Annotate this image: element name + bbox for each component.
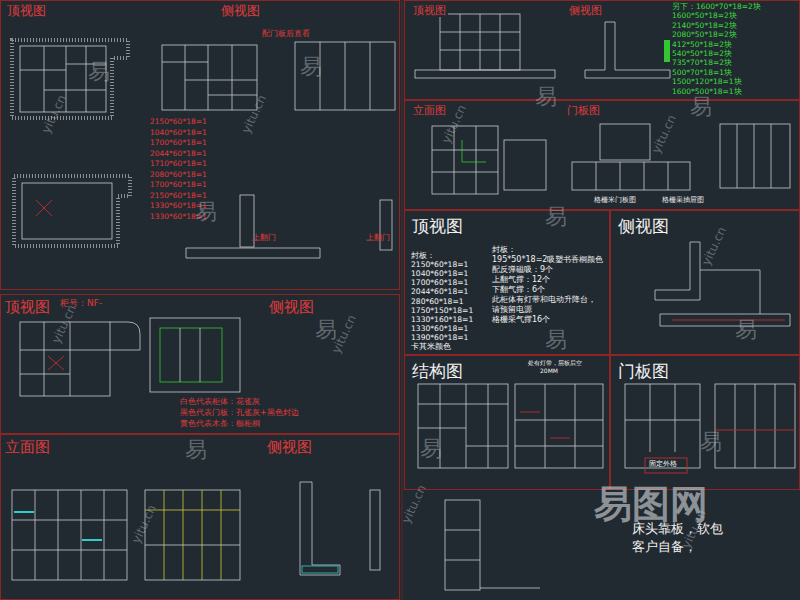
note-text: 1040*60*18=1 xyxy=(411,270,468,278)
view-title: 侧视图 xyxy=(267,299,316,316)
note-text: 1750*150*18=1 xyxy=(411,307,473,315)
note-text: 412*50*18=2块 xyxy=(672,41,732,49)
watermark: 易 xyxy=(735,318,757,342)
note-text: 封板： xyxy=(411,252,435,260)
note-text: 1500*120*18=1块 xyxy=(672,78,742,86)
watermark: 易 xyxy=(300,55,322,79)
watermark: yitu.cn xyxy=(50,303,79,346)
note-text: 格栅采抽屉图 xyxy=(662,197,704,205)
view-title: 顶视图 xyxy=(411,5,448,17)
watermark: 易 xyxy=(88,60,110,84)
note-text: 735*70*18=2块 xyxy=(672,59,732,67)
note-text: 1700*60*18=1 xyxy=(150,181,207,189)
note-text: 195*50*18=2吸塑书香桐颜色 xyxy=(492,256,603,265)
note-text: 2150*60*18=1 xyxy=(411,261,468,269)
note-text: 此柜体有灯带和电动升降台， xyxy=(492,296,596,305)
note-text: 上翻门 xyxy=(252,234,276,243)
note-text: 1390*60*18=1 xyxy=(411,334,468,342)
view-title: 侧视图 xyxy=(616,217,671,236)
note-text: 2080*50*18=2块 xyxy=(672,31,737,39)
view-title: 立面图 xyxy=(3,439,52,456)
watermark: 易 xyxy=(420,437,442,461)
watermark: 易 xyxy=(185,438,207,462)
watermark: yitu.cn xyxy=(700,225,729,268)
view-title: 侧视图 xyxy=(567,5,604,17)
note-text: 20MM xyxy=(540,368,558,375)
note-text: 2150*60*18=1 xyxy=(150,118,207,126)
note-text: 1710*60*18=1 xyxy=(150,160,207,168)
note-text: 白色代表柜体：花雀灰 xyxy=(180,398,260,407)
note-text: 2140*50*18=2块 xyxy=(672,22,737,30)
view-panel: 结构图 xyxy=(404,355,610,490)
watermark: 易 xyxy=(545,328,567,352)
watermark: 易 xyxy=(690,95,712,119)
note-text: 500*70*18=1块 xyxy=(672,69,732,77)
note-text: 2044*60*18=1 xyxy=(411,288,468,296)
note-text: 1330*60*18=1 xyxy=(411,325,468,333)
note-text: 格栅米门板图 xyxy=(594,197,636,205)
note-text: 封板： xyxy=(492,246,516,255)
view-panel: 侧视图 xyxy=(610,210,800,355)
note-text: 1700*60*18=1 xyxy=(411,279,468,287)
view-title: 立面图 xyxy=(411,105,448,117)
note-text: 1600*50*18=2块 xyxy=(672,12,737,20)
note-text: 上翻气撑：12个 xyxy=(492,276,550,285)
view-title: 侧视图 xyxy=(219,4,262,18)
note-text: 请预留电源 xyxy=(492,306,532,315)
note-text: 1040*60*18=1 xyxy=(150,129,207,137)
view-title: 结构图 xyxy=(410,362,465,381)
note-text: 卡其米颜色 xyxy=(411,343,451,351)
view-title: 门板图 xyxy=(616,362,671,381)
watermark: 易 xyxy=(315,318,337,342)
view-title: 顶视图 xyxy=(410,217,465,236)
watermark: 易 xyxy=(700,430,722,454)
watermark: 易 xyxy=(195,200,217,224)
view-title: 顶视图 xyxy=(5,4,48,18)
note-text: 1700*60*18=1 xyxy=(150,139,207,147)
note-text: 2150*60*18=1 xyxy=(150,192,207,200)
watermark: yitu.cn xyxy=(240,93,269,136)
note-text: 黄色代表木条：橱柜桐 xyxy=(180,420,260,429)
note-text: 上翻门 xyxy=(366,234,390,243)
note-text: 格栅采气撑16个 xyxy=(492,316,550,325)
note-text: 1330*160*18=1 xyxy=(411,316,473,324)
note-text: 固定外格 xyxy=(649,461,677,469)
note-text: 下翻气撑：6个 xyxy=(492,286,545,295)
note-text: 2080*60*18=1 xyxy=(150,171,207,179)
note-text: 另下：1600*70*18=2块 xyxy=(672,3,761,11)
note-text: 280*60*18=1 xyxy=(411,298,464,306)
view-title: 门板图 xyxy=(565,105,602,117)
note-text: 配门板后直看 xyxy=(262,30,310,39)
note-text: 处有灯带，层板后空 xyxy=(528,360,582,367)
view-panel: 门板图 xyxy=(610,355,800,490)
watermark: yitu.cn xyxy=(130,503,159,546)
watermark: 易 xyxy=(545,205,567,229)
note-text: 配反弹磁吸：9个 xyxy=(492,266,553,275)
note-text: 黑色代表门板：孔雀灰+黑色封边 xyxy=(180,409,299,418)
note-text: 540*50*18=2块 xyxy=(672,50,732,58)
note-text: 2044*60*18=1 xyxy=(150,150,207,158)
view-title: 侧视图 xyxy=(265,439,314,456)
watermark: yitu.cn xyxy=(650,113,679,156)
watermark: 易 xyxy=(535,85,557,109)
view-title: 顶视图 xyxy=(3,299,52,316)
